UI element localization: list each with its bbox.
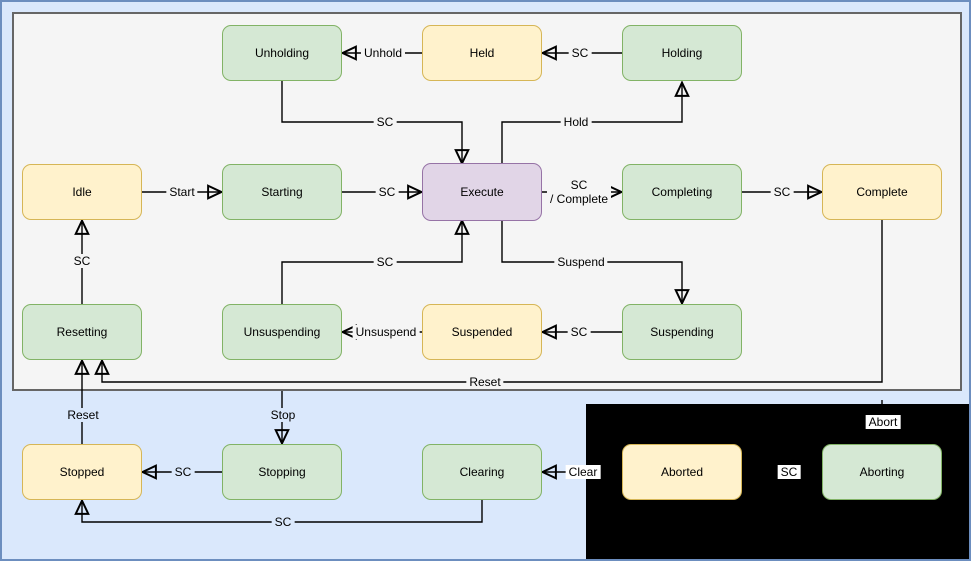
edge-label-sc-completing: SC [770,185,794,199]
state-completing: Completing [622,164,742,220]
state-execute: Execute [422,163,542,221]
edge-label-sc-clearing: SC [271,515,295,529]
edge-label-sc-aborting: SC [777,465,801,479]
edge-execute-to-holding [501,84,682,164]
state-clearing: Clearing [422,444,542,500]
edge-label-hold: Hold [560,115,592,129]
state-resetting: Resetting [22,304,142,360]
edge-label-sc-holding-held: SC [568,46,592,60]
edge-label-sc-unsuspending: SC [373,255,397,269]
edge-label-sc-unholding: SC [373,115,397,129]
edge-label-sc-starting: SC [375,185,399,199]
edge-label-sc-suspending: SC [567,325,591,339]
state-unsuspending: Unsuspending [222,304,342,360]
edge-label-unsuspend: Unsuspend [352,325,420,339]
edge-label-start: Start [166,185,198,199]
state-starting: Starting [222,164,342,220]
edge-label-sc-stopping: SC [171,465,195,479]
edge-label-sc-resetting: SC [70,254,94,268]
edge-label-unhold: Unhold [360,46,406,60]
state-holding: Holding [622,25,742,81]
edge-label-stop: Stop [267,408,299,422]
edge-label-reset-stopped: Reset [64,408,102,422]
state-suspending: Suspending [622,304,742,360]
edge-label-suspend: Suspend [554,255,608,269]
state-stopping: Stopping [222,444,342,500]
state-held: Held [422,25,542,81]
state-aborted: Aborted [622,444,742,500]
state-idle: Idle [22,164,142,220]
edge-unholding-to-execute [281,81,462,162]
state-unholding: Unholding [222,25,342,81]
state-suspended: Suspended [422,304,542,360]
edge-label-reset-complete: Reset [466,375,504,389]
edge-label-clear: Clear [565,465,601,479]
state-complete: Complete [822,164,942,220]
edge-label-abort: Abort [865,415,901,429]
edge-label-sc-complete: SC / Complete [546,178,612,206]
state-stopped: Stopped [22,444,142,500]
state-aborting: Aborting [822,444,942,500]
edge-unsuspending-to-execute [281,222,462,304]
